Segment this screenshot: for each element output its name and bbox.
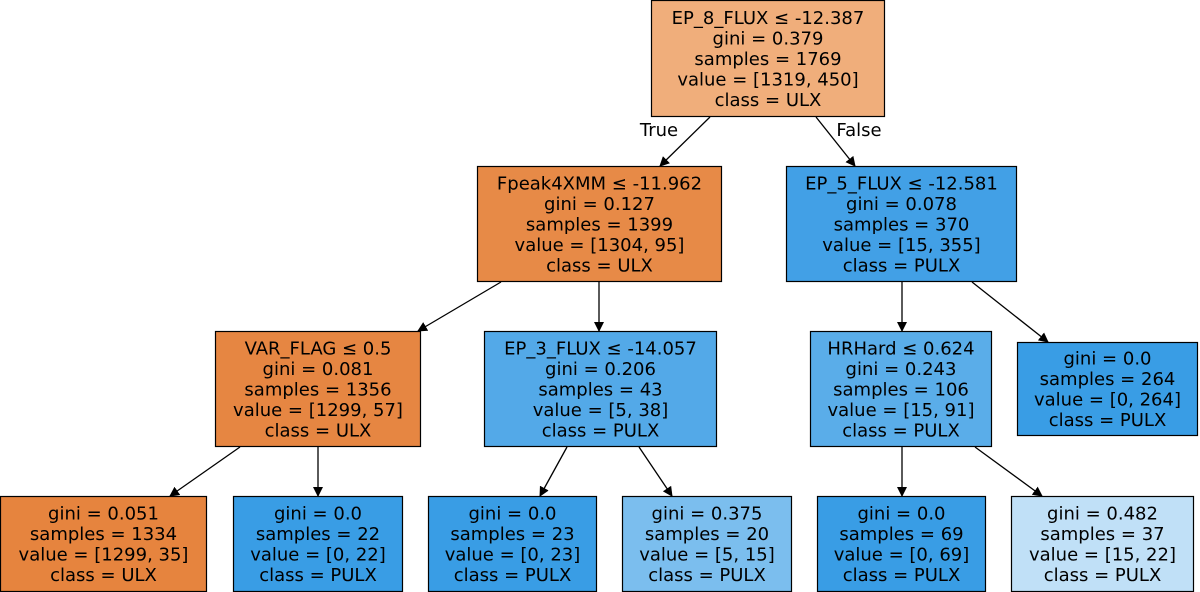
node-text-line: value = [0, 264] [1034,390,1181,411]
node-text-line: gini = 0.482 [1047,504,1158,525]
node-box [476,165,723,283]
node-text-line: class = PULX [843,255,961,276]
node-text-line: VAR_FLAG ≤ 0.5 [245,338,392,359]
node-text-line: gini = 0.243 [846,359,957,380]
node-text-line: value = [5, 15] [639,545,775,566]
node-text-line: class = PULX [1049,410,1167,431]
node-box [483,330,718,448]
node-box [427,495,598,592]
edges-layer: True False [169,116,1049,497]
node-text-line: value = [0, 69] [834,545,970,566]
node-text-line: class = PULX [843,565,961,586]
node-text-line: EP_8_FLUX ≤ -12.387 [672,8,865,29]
node-text-line: value = [5, 38] [533,400,669,421]
node-box [650,0,886,118]
node-text-line: value = [15, 22] [1029,545,1176,566]
edge-n5-n12 [974,446,1043,497]
node-text-line: samples = 20 [645,524,769,545]
node-box [1016,341,1199,437]
node-text-line: class = PULX [842,420,960,441]
node-text-line: samples = 1399 [526,214,673,235]
node-text-line: EP_5_FLUX ≤ -12.581 [805,173,998,194]
node-text-line: samples = 1769 [694,49,841,70]
node-box [809,330,993,448]
node-text-line: value = [15, 355] [822,235,980,256]
node-text-line: value = [0, 23] [445,545,581,566]
node-text-line: gini = 0.081 [263,359,374,380]
node-text-line: gini = 0.0 [274,504,362,525]
node-text-line: samples = 43 [538,379,662,400]
node-text-line: samples = 264 [1040,369,1176,390]
node-text-line: value = [1299, 35] [19,545,189,566]
node-text-line: samples = 106 [833,379,969,400]
node-text-line: EP_3_FLUX ≤ -14.057 [504,338,697,359]
node-box [214,330,422,448]
node-text-line: samples = 23 [450,524,574,545]
node-text-line: value = [1304, 95] [515,235,685,256]
node-text-line: class = ULX [546,255,653,276]
edge-label-n0-n1: True [639,120,678,141]
node-text-line: gini = 0.206 [545,359,656,380]
node-text-line: gini = 0.375 [652,504,763,525]
edge-n4-n9 [539,446,568,497]
node-box [232,495,404,592]
node-text-line: gini = 0.078 [846,194,957,215]
node-text-line: value = [15, 91] [828,400,975,421]
node-box [816,495,987,592]
node-text-line: gini = 0.379 [713,28,824,49]
node-text-line: samples = 69 [839,524,963,545]
node-text-line: gini = 0.051 [48,504,159,525]
node-text-line: samples = 370 [834,214,970,235]
node-text-line: gini = 0.127 [544,194,655,215]
node-text-line: class = PULX [1044,565,1162,586]
node-text-line: class = PULX [454,565,572,586]
node-text-line: value = [1299, 57] [233,400,403,421]
node-text-line: samples = 1334 [30,524,177,545]
node-text-line: gini = 0.0 [858,504,946,525]
edge-n4-n10 [638,446,673,497]
edge-n0-n2 [815,116,856,167]
node-text-line: samples = 22 [256,524,380,545]
node-text-line: class = ULX [50,565,157,586]
node-text-line: samples = 1356 [244,379,391,400]
node-text-line: class = ULX [265,420,372,441]
node-text-line: class = PULX [542,420,660,441]
node-text-line: value = [0, 22] [250,545,386,566]
node-text-line: Fpeak4XMM ≤ -11.962 [497,173,702,194]
edge-n2-n6 [971,281,1049,343]
node-box [621,495,793,592]
edge-n0-n1 [659,116,711,167]
node-text-line: gini = 0.0 [469,504,557,525]
node-text-line: samples = 37 [1040,524,1164,545]
edge-label-n0-n2: False [836,120,881,141]
node-text-line: value = [1319, 450] [677,69,858,90]
node-text-line: class = PULX [259,565,377,586]
edge-n1-n3 [417,281,502,332]
edge-n3-n7 [169,446,241,497]
node-text-line: class = ULX [715,90,822,111]
node-text-line: gini = 0.0 [1064,349,1152,370]
node-text-line: class = PULX [648,565,766,586]
node-box [785,165,1018,283]
node-box [0,495,208,592]
node-text-line: HRHard ≤ 0.624 [827,338,974,359]
